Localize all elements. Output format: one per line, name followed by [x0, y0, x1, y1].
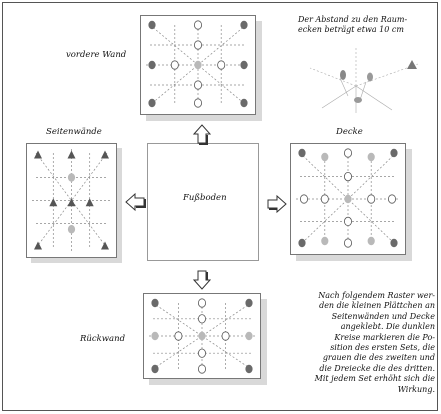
note-line: Nach folgendem Raster wer- [318, 291, 435, 300]
grey-circle-marker [151, 331, 159, 341]
open-circle-marker [198, 364, 207, 374]
grey-circle-marker [245, 331, 253, 341]
open-circle-marker [194, 40, 203, 50]
grey-circle-marker [198, 331, 206, 341]
arrow-right-icon [267, 194, 287, 214]
ceiling-label: Decke [334, 127, 365, 138]
dark-circle-marker [245, 298, 253, 308]
triangle-marker [101, 150, 109, 159]
open-circle-marker [198, 348, 207, 358]
grey-circle-marker [367, 152, 375, 162]
note-top-line: Der Abstand zu den Raum- [298, 15, 408, 24]
triangle-marker [101, 241, 109, 250]
front-wall-label: vordere Wand [64, 50, 129, 61]
open-circle-marker [299, 194, 308, 204]
dark-circle-marker [151, 298, 159, 308]
open-circle-marker [221, 331, 230, 341]
arrow-up-icon [192, 124, 212, 145]
triangle-marker [85, 198, 94, 207]
dark-circle-marker [240, 60, 248, 70]
open-circle-marker [344, 216, 353, 227]
side-walls-panel [26, 143, 122, 263]
grid-line [149, 24, 247, 106]
note-line: Seitenwänden und Decke [331, 311, 435, 321]
side-walls-label: Seitenwände [44, 127, 104, 138]
open-circle-marker [194, 80, 203, 90]
dark-circle-marker [390, 148, 398, 158]
dark-circle-marker [148, 20, 156, 30]
floor-label: Fußboden [181, 193, 229, 204]
figure-frame [2, 2, 438, 411]
note-line: Mit jedem Set erhöht sich die [314, 374, 435, 384]
triangle-marker [67, 198, 76, 207]
triangle-marker [34, 150, 42, 159]
note-top-line: ecken beträgt etwa 10 cm [298, 25, 404, 35]
arrow-left-icon [125, 192, 146, 212]
dark-circle-marker [148, 98, 156, 108]
note-line: Wirkung. [397, 384, 435, 394]
open-circle-marker [170, 60, 179, 70]
open-circle-marker [198, 314, 207, 324]
triangle-marker [34, 241, 42, 250]
open-circle-marker [198, 298, 207, 308]
front-wall-panel [140, 15, 262, 121]
note-line: den die kleinen Plättchen an [319, 301, 435, 311]
grey-circle-marker [367, 236, 375, 246]
open-circle-marker [367, 194, 376, 204]
side-walls-pattern [32, 149, 111, 252]
note-line: die Dreiecke die des dritten. [319, 363, 435, 373]
grid-line [149, 24, 247, 106]
placement-note: Nach folgendem Raster wer- den die klein… [315, 291, 435, 395]
dark-circle-marker [151, 364, 159, 374]
open-circle-marker [320, 194, 329, 204]
dark-circle-marker [390, 238, 398, 248]
grey-circle-marker [194, 60, 202, 70]
corner-distance-note: Der Abstand zu den Raum- ecken beträgt e… [298, 15, 407, 36]
back-wall-label: Rückwand [78, 334, 128, 345]
note-line: sition des ersten Sets, die [330, 343, 435, 353]
open-circle-marker [344, 148, 353, 158]
arrow-down-icon [192, 270, 212, 290]
grey-circle-marker [321, 236, 329, 246]
grey-circle-marker [67, 225, 76, 234]
grey-circle-marker [67, 173, 76, 182]
open-circle-marker [344, 238, 353, 248]
dark-circle-marker [240, 98, 248, 108]
dark-circle-marker [298, 238, 306, 248]
ceiling-pattern [296, 148, 400, 249]
dark-circle-marker [245, 364, 253, 374]
ceiling-panel [290, 143, 412, 261]
open-circle-marker [388, 194, 397, 204]
note-line: grauen die des zweiten und [322, 353, 435, 363]
room-corner-illustration [309, 48, 419, 113]
open-circle-marker [217, 60, 226, 70]
open-circle-marker [194, 20, 203, 30]
back-wall-pattern [149, 298, 255, 374]
triangle-marker [49, 198, 58, 207]
open-circle-marker [344, 171, 353, 182]
note-line: Kreise markieren die Po- [334, 332, 435, 342]
triangle-marker [67, 150, 76, 159]
open-circle-marker [194, 98, 203, 108]
grey-circle-marker [344, 194, 352, 204]
back-wall-panel [143, 293, 267, 385]
open-circle-marker [174, 331, 183, 341]
dark-circle-marker [298, 148, 306, 158]
grey-circle-marker [321, 152, 329, 162]
front-wall-pattern [146, 20, 250, 109]
dark-circle-marker [240, 20, 248, 30]
note-line: angeklebt. Die dunklen [340, 322, 435, 332]
dark-circle-marker [148, 60, 156, 70]
